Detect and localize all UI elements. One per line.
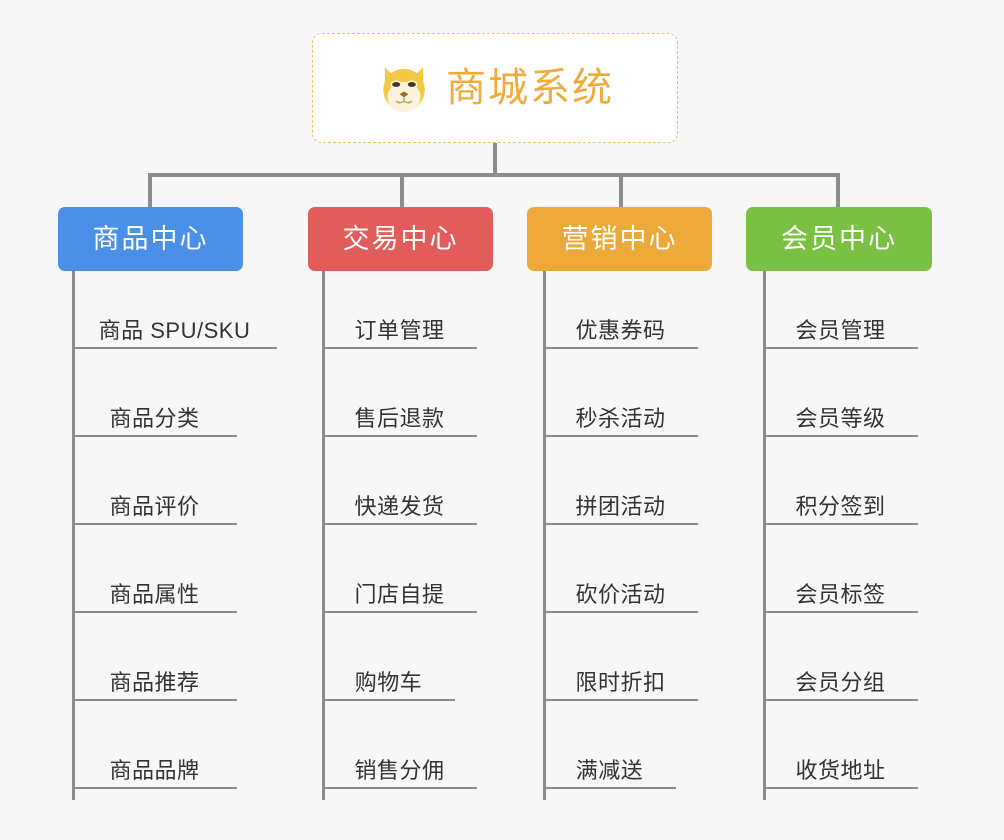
leaf-item-label: 门店自提 [354, 581, 445, 607]
leaf-item[interactable]: 订单管理 [322, 271, 477, 349]
connector-horizontal-bus [148, 173, 840, 177]
root-node-shop-system[interactable]: 商城系统 [312, 33, 678, 143]
leaf-item[interactable]: 满减送 [543, 711, 676, 789]
category-box-marketing-center[interactable]: 营销中心 [527, 207, 712, 271]
leaf-item[interactable]: 商品推荐 [72, 623, 237, 701]
leaf-item-label: 商品 SPU/SKU [98, 317, 251, 343]
leaf-item-label: 销售分佣 [354, 757, 445, 783]
leaf-item[interactable]: 砍价活动 [543, 535, 698, 613]
leaf-item[interactable]: 会员管理 [763, 271, 918, 349]
category-label: 商品中心 [92, 223, 209, 254]
leaf-item-label: 满减送 [575, 757, 644, 783]
leaf-item-label: 拼团活动 [575, 493, 666, 519]
category-label: 营销中心 [561, 223, 678, 254]
leaf-item-label: 购物车 [354, 669, 423, 695]
leaf-item-label: 商品品牌 [109, 757, 200, 783]
root-node-label: 商城系统 [446, 66, 614, 110]
leaf-item-label: 会员管理 [795, 317, 886, 343]
leaf-column-product-center: 商品 SPU/SKU 商品分类 商品评价 商品属性 商品推荐 商品品牌 [72, 271, 287, 801]
category-box-product-center[interactable]: 商品中心 [58, 207, 243, 271]
leaf-item[interactable]: 会员分组 [763, 623, 918, 701]
shiba-dog-face-icon [383, 67, 425, 113]
leaf-column-trade-center: 订单管理 售后退款 快递发货 门店自提 购物车 销售分佣 [322, 271, 482, 801]
leaf-item-label: 秒杀活动 [575, 405, 666, 431]
leaf-rail [322, 271, 325, 800]
leaf-item[interactable]: 商品品牌 [72, 711, 237, 789]
leaf-item-label: 收货地址 [795, 757, 886, 783]
leaf-item[interactable]: 商品 SPU/SKU [72, 271, 277, 349]
leaf-item[interactable]: 销售分佣 [322, 711, 477, 789]
leaf-item[interactable]: 门店自提 [322, 535, 477, 613]
leaf-item-label: 商品分类 [109, 405, 200, 431]
leaf-rail [543, 271, 546, 800]
leaf-item-label: 快递发货 [354, 493, 445, 519]
leaf-item-label: 售后退款 [354, 405, 445, 431]
leaf-item[interactable]: 积分签到 [763, 447, 918, 525]
leaf-item[interactable]: 优惠券码 [543, 271, 698, 349]
connector-drop-3 [619, 173, 623, 209]
leaf-item[interactable]: 快递发货 [322, 447, 477, 525]
leaf-item[interactable]: 商品评价 [72, 447, 237, 525]
category-box-member-center[interactable]: 会员中心 [746, 207, 932, 271]
leaf-item-label: 砍价活动 [575, 581, 666, 607]
leaf-item[interactable]: 商品分类 [72, 359, 237, 437]
connector-drop-1 [148, 173, 152, 209]
leaf-item-label: 优惠券码 [575, 317, 666, 343]
leaf-column-member-center: 会员管理 会员等级 积分签到 会员标签 会员分组 收货地址 [763, 271, 923, 801]
category-label: 交易中心 [342, 223, 459, 254]
leaf-item[interactable]: 会员等级 [763, 359, 918, 437]
leaf-item-label: 商品评价 [109, 493, 200, 519]
leaf-item-label: 积分签到 [795, 493, 886, 519]
leaf-item-label: 会员分组 [795, 669, 886, 695]
leaf-item[interactable]: 拼团活动 [543, 447, 698, 525]
leaf-column-marketing-center: 优惠券码 秒杀活动 拼团活动 砍价活动 限时折扣 满减送 [543, 271, 703, 801]
leaf-item[interactable]: 售后退款 [322, 359, 477, 437]
leaf-item[interactable]: 会员标签 [763, 535, 918, 613]
leaf-item[interactable]: 购物车 [322, 623, 455, 701]
leaf-item-label: 会员标签 [795, 581, 886, 607]
leaf-item-label: 限时折扣 [575, 669, 666, 695]
connector-drop-2 [400, 173, 404, 209]
leaf-item-label: 商品推荐 [109, 669, 200, 695]
leaf-item-label: 会员等级 [795, 405, 886, 431]
leaf-item[interactable]: 秒杀活动 [543, 359, 698, 437]
leaf-item[interactable]: 限时折扣 [543, 623, 698, 701]
leaf-item[interactable]: 收货地址 [763, 711, 918, 789]
leaf-rail [72, 271, 75, 800]
leaf-item-label: 商品属性 [109, 581, 200, 607]
leaf-rail [763, 271, 766, 800]
connector-drop-4 [836, 173, 840, 209]
leaf-item-label: 订单管理 [354, 317, 445, 343]
category-label: 会员中心 [781, 223, 897, 254]
leaf-item[interactable]: 商品属性 [72, 535, 237, 613]
connector-root-stem [493, 143, 497, 176]
category-box-trade-center[interactable]: 交易中心 [308, 207, 493, 271]
